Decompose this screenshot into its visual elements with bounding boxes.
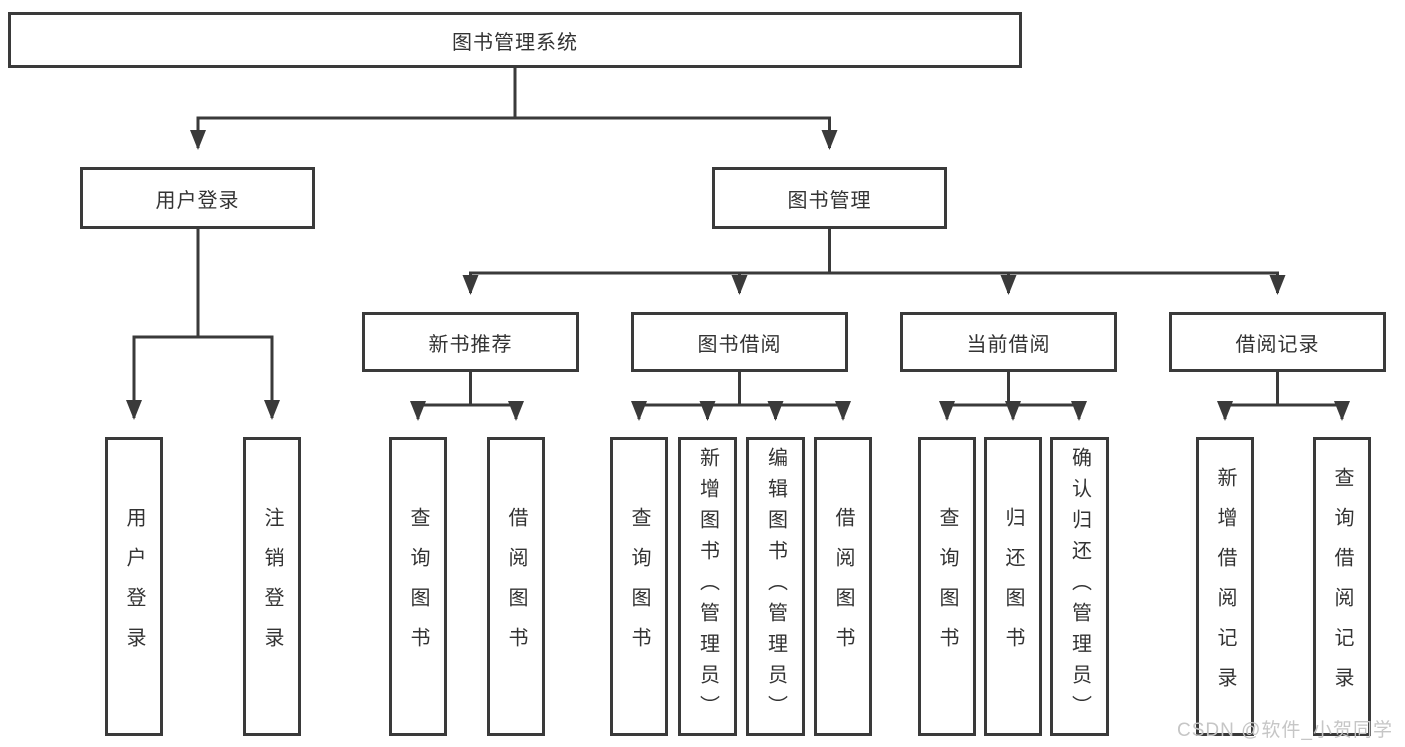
node-borrow-records: 借阅记录 xyxy=(1169,312,1386,372)
node-user-login-label: 用户登录 xyxy=(155,189,240,212)
leaf-query-books-3: 查询图书 xyxy=(918,437,976,736)
leaf-query-books-2-label: 查询图书 xyxy=(628,506,650,667)
leaf-edit-book-admin: 编辑图书（管理员） xyxy=(746,437,805,736)
leaf-borrow-books-1: 借阅图书 xyxy=(487,437,545,736)
node-root: 图书管理系统 xyxy=(8,12,1022,68)
leaf-borrow-books-2: 借阅图书 xyxy=(814,437,872,736)
watermark-text: CSDN @软件_小贺同学 xyxy=(1177,720,1393,741)
node-current-borrow-label: 当前借阅 xyxy=(966,333,1051,356)
node-book-borrow: 图书借阅 xyxy=(631,312,848,372)
leaf-return-book: 归还图书 xyxy=(984,437,1042,736)
leaf-edit-book-admin-label: 编辑图书（管理员） xyxy=(764,447,787,726)
leaf-borrow-books-1-label: 借阅图书 xyxy=(505,506,527,667)
node-book-borrow-label: 图书借阅 xyxy=(697,333,782,356)
node-user-login: 用户登录 xyxy=(80,167,315,229)
leaf-query-books-2: 查询图书 xyxy=(610,437,668,736)
leaf-query-books-1-label: 查询图书 xyxy=(407,506,429,667)
node-new-book-recommend-label: 新书推荐 xyxy=(428,333,513,356)
node-new-book-recommend: 新书推荐 xyxy=(362,312,579,372)
node-book-management: 图书管理 xyxy=(712,167,947,229)
leaf-query-borrow-record: 查询借阅记录 xyxy=(1313,437,1371,736)
leaf-confirm-return-admin: 确认归还（管理员） xyxy=(1050,437,1109,736)
leaf-borrow-books-2-label: 借阅图书 xyxy=(832,506,854,667)
leaf-add-book-admin-label: 新增图书（管理员） xyxy=(696,447,719,726)
node-book-management-label: 图书管理 xyxy=(787,189,872,212)
leaf-confirm-return-admin-label: 确认归还（管理员） xyxy=(1068,447,1091,726)
leaf-add-borrow-record: 新增借阅记录 xyxy=(1196,437,1254,736)
leaf-query-books-3-label: 查询图书 xyxy=(936,506,958,667)
leaf-add-book-admin: 新增图书（管理员） xyxy=(678,437,737,736)
node-root-label: 图书管理系统 xyxy=(452,31,578,54)
leaf-return-book-label: 归还图书 xyxy=(1002,506,1024,667)
leaf-query-books-1: 查询图书 xyxy=(389,437,447,736)
leaf-add-borrow-record-label: 新增借阅记录 xyxy=(1214,466,1236,707)
node-current-borrow: 当前借阅 xyxy=(900,312,1117,372)
leaf-logout: 注销登录 xyxy=(243,437,301,736)
leaf-user-login: 用户登录 xyxy=(105,437,163,736)
leaf-user-login-label: 用户登录 xyxy=(123,506,145,667)
leaf-query-borrow-record-label: 查询借阅记录 xyxy=(1331,466,1353,707)
node-borrow-records-label: 借阅记录 xyxy=(1235,333,1320,356)
leaf-logout-label: 注销登录 xyxy=(261,506,283,667)
